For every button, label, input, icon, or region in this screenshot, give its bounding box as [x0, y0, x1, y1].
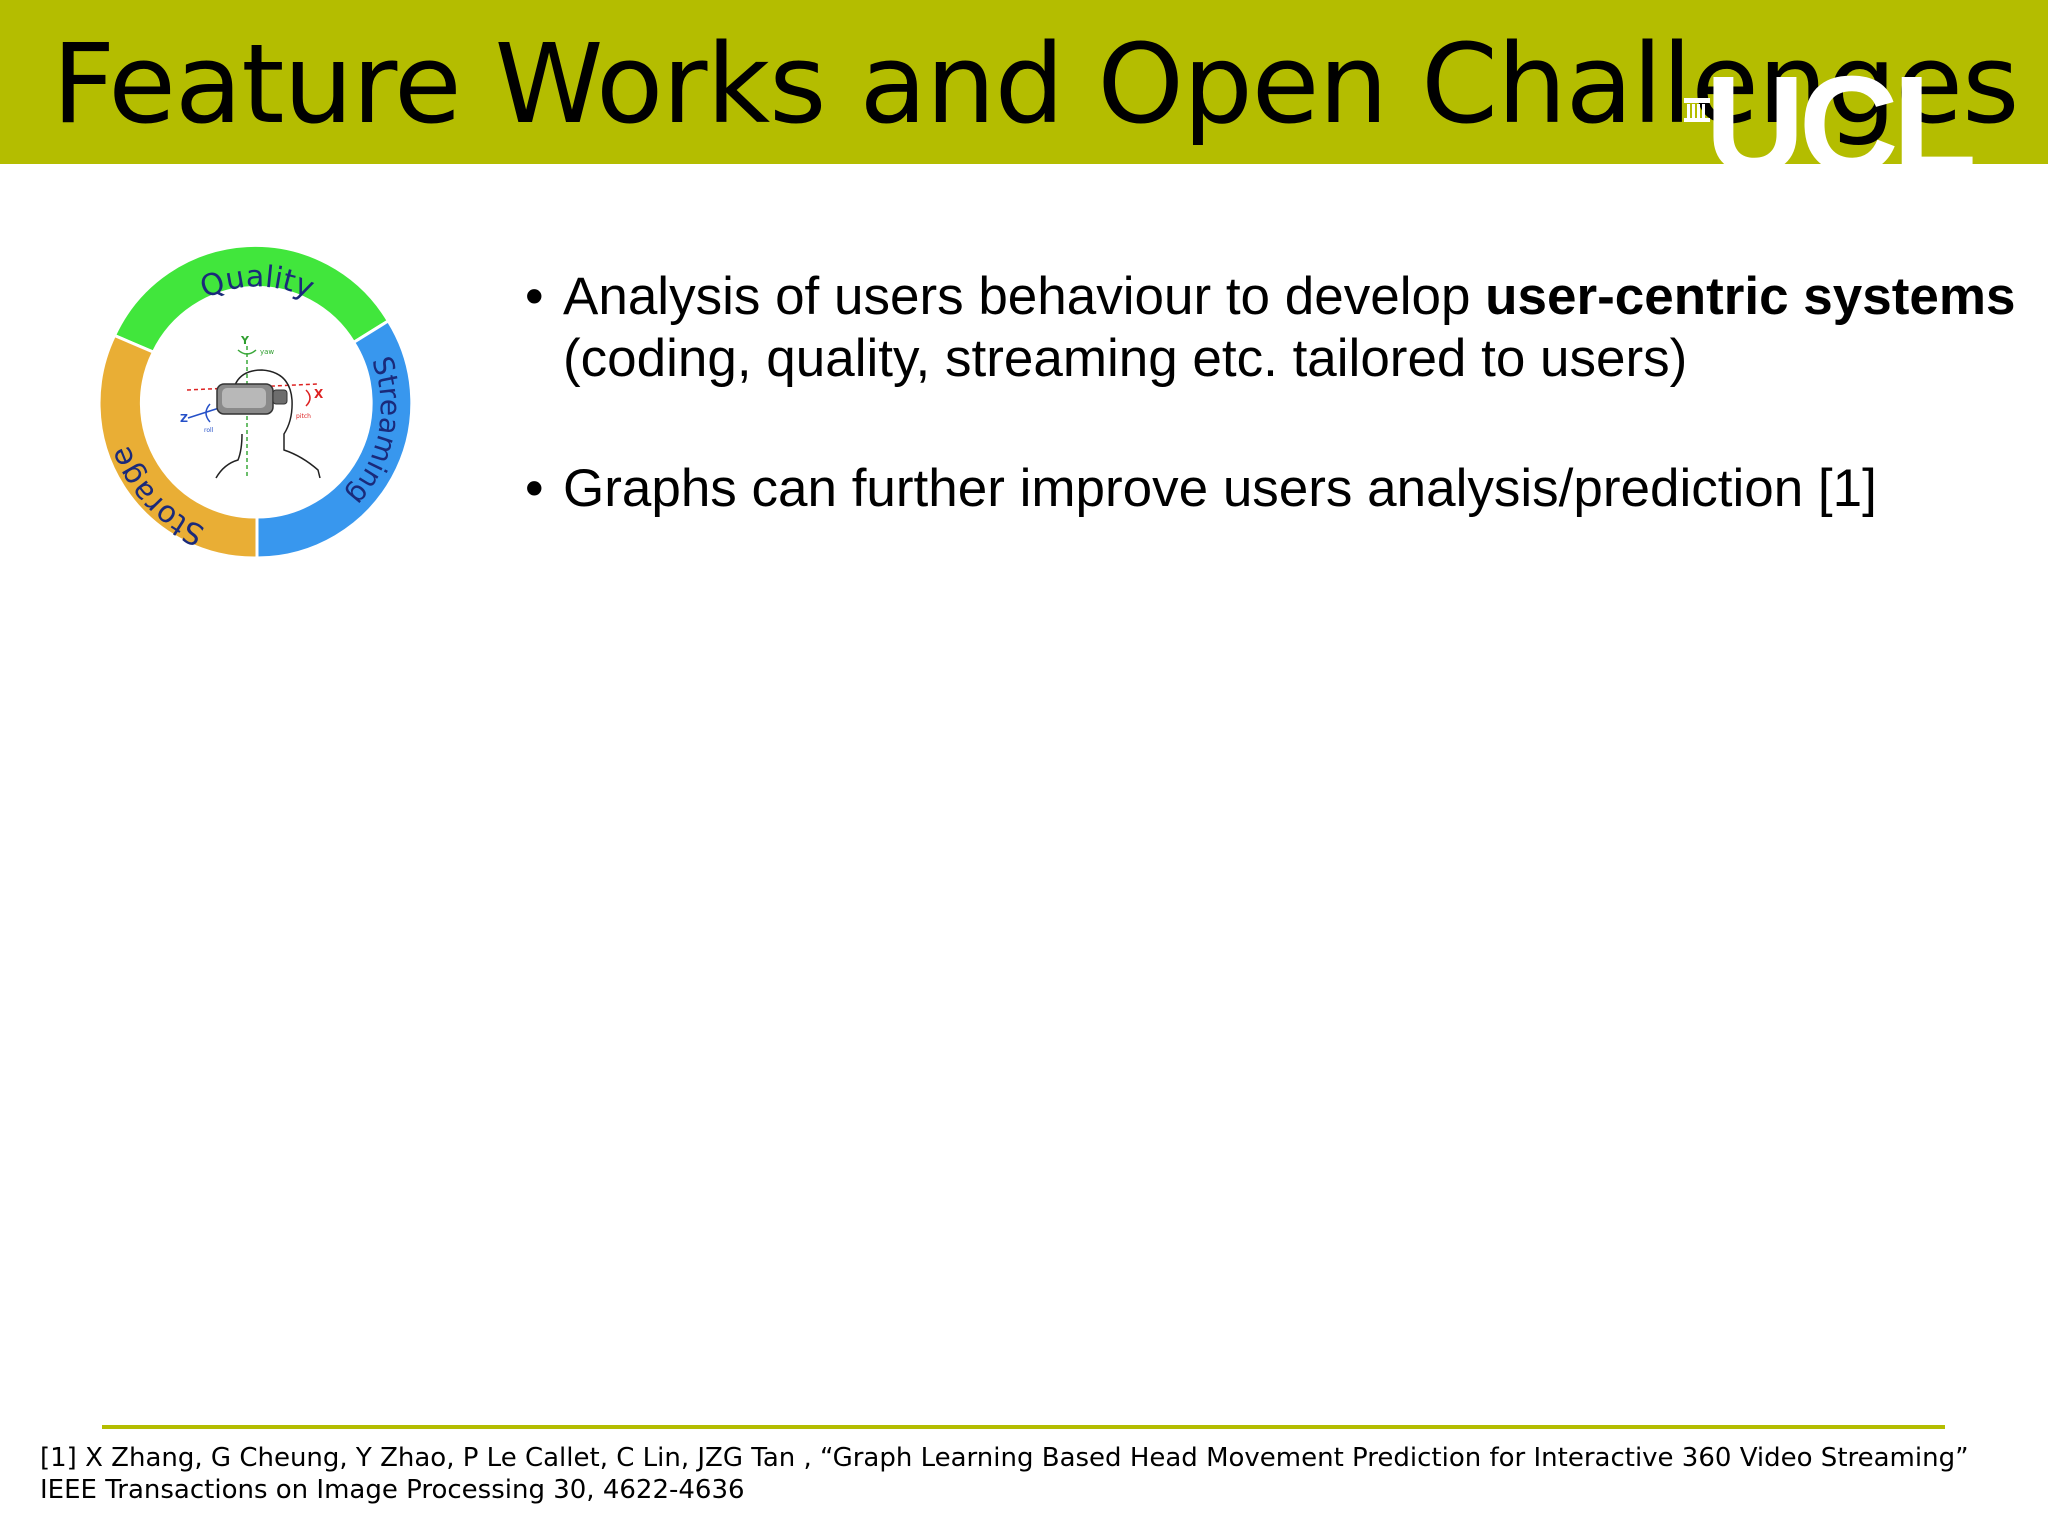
streaming-label: Streaming — [341, 352, 407, 511]
head-outline — [215, 369, 321, 479]
bullet-marker: • — [525, 267, 544, 326]
vr-headset-illustration: Y yaw X pitch Z roll — [180, 334, 324, 479]
bullet-marker: • — [525, 459, 544, 518]
yaw-label: yaw — [260, 348, 274, 356]
storage-segment — [97, 333, 259, 560]
slide-title: Feature Works and Open Challenges — [52, 20, 2019, 148]
bullet-item: • Graphs can further improve users analy… — [525, 458, 2025, 520]
quality-segment — [112, 243, 391, 355]
x-axis-label: X — [314, 387, 324, 401]
bullet-text-bold: user-centric systems — [1485, 267, 2016, 326]
reference-citation: [1] X Zhang, G Cheung, Y Zhao, P Le Call… — [40, 1443, 1969, 1505]
yaw-arrow-icon — [237, 349, 257, 355]
bullet-text-pre: Graphs can further improve users analysi… — [563, 459, 1877, 518]
header-bar — [0, 0, 2048, 164]
vr-headset-lens — [222, 388, 266, 408]
bullet-list: • Analysis of users behaviour to develop… — [525, 266, 2025, 588]
pitch-label: pitch — [296, 413, 311, 420]
bullet-text-pre: Analysis of users behaviour to develop — [563, 267, 1486, 326]
ucl-logo-portico-icon — [1684, 98, 1710, 122]
quality-streaming-storage-diagram: Quality Streaming Storage Y yaw X pitch … — [97, 243, 414, 560]
ucl-logo: UCL — [1684, 68, 1980, 172]
footer-divider — [102, 1425, 1945, 1429]
ucl-logo-text: UCL — [1705, 68, 1973, 172]
bullet-item: • Analysis of users behaviour to develop… — [525, 266, 2025, 390]
z-axis-label: Z — [180, 412, 188, 425]
pitch-arrow-icon — [305, 389, 311, 407]
roll-label: roll — [204, 427, 214, 434]
bullet-text-post: (coding, quality, streaming etc. tailore… — [563, 329, 1688, 388]
vr-headset-strap — [272, 389, 288, 405]
y-axis-label: Y — [240, 334, 250, 347]
roll-arrow-icon — [205, 403, 211, 423]
